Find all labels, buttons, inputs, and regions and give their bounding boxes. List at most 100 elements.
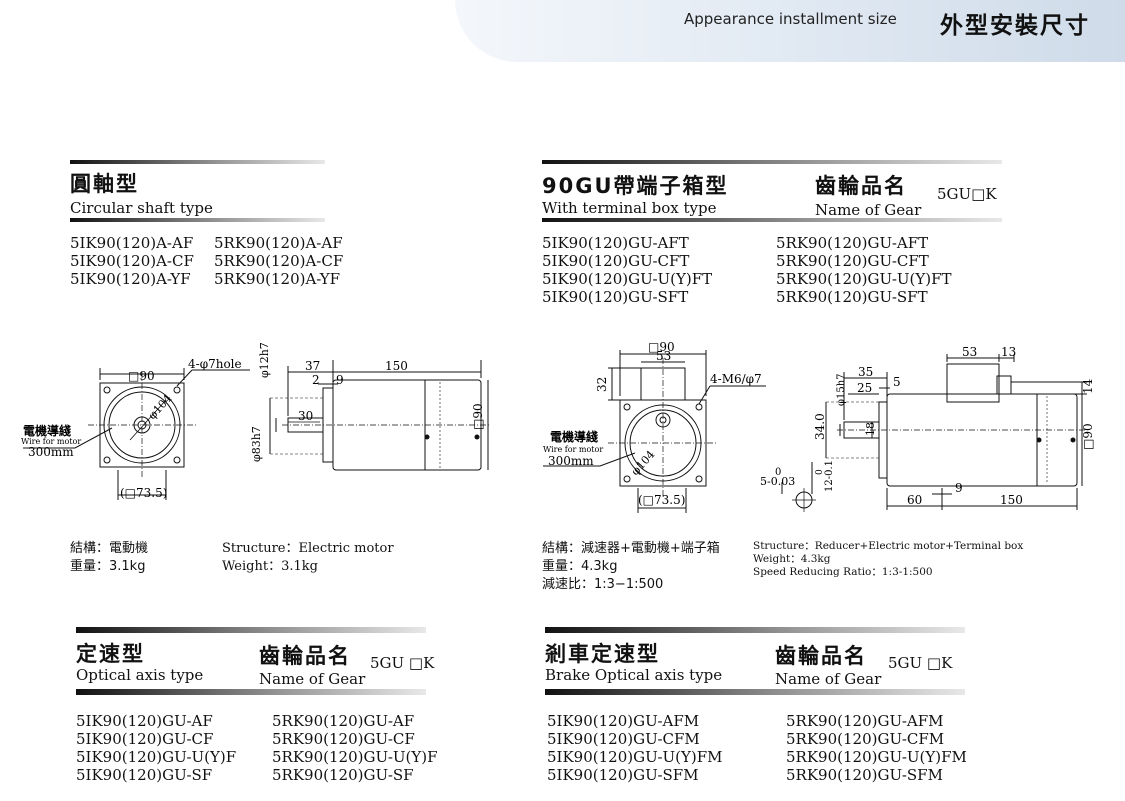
terminal-side-drawing: 53 13 35 25 5 φ15h7 34.0 18 14 □90 0 5-0…: [760, 345, 1095, 512]
dim-53: 53: [962, 345, 977, 359]
model-code: 5RK90(120)GU-CF: [272, 730, 415, 748]
constant-gear-en: Name of Gear: [259, 670, 366, 688]
wire-label-zh: 電機導綫: [550, 429, 598, 444]
model-code: 5RK90(120)GU-U(Y)F: [272, 748, 438, 766]
dim-37: 37: [305, 359, 320, 373]
model-code: 5IK90(120)A-AF: [70, 234, 194, 252]
model-code: 5IK90(120)GU-AFM: [547, 712, 700, 730]
brake-models-right: 5RK90(120)GU-AFM 5RK90(120)GU-CFM 5RK90(…: [786, 712, 967, 784]
dim-35: 35: [858, 365, 873, 379]
dim-32: 32: [595, 377, 609, 392]
dim-2: 2: [312, 373, 320, 387]
model-code: 5IK90(120)GU-AFT: [542, 234, 689, 252]
model-code: 5IK90(120)GU-SFM: [547, 766, 699, 784]
constant-gear-code: 5GU □K: [370, 654, 435, 672]
dim-sq90: □90: [128, 369, 155, 383]
constant-gear-zh: 齒輪品名: [259, 644, 351, 668]
model-code: 5IK90(120)GU-SFT: [542, 288, 689, 306]
dim-sq735: (□73.5): [638, 493, 685, 507]
spec-line: 重量：3.1kg: [70, 559, 146, 574]
section-bar-top: [70, 160, 325, 164]
terminal-front-drawing: □90 53 32 4-M6/φ7 φ104 電機導綫 Wire for mot…: [543, 340, 766, 513]
dim-sq90: □90: [1081, 423, 1095, 450]
spec-line: Structure：Reducer+Electric motor+Termina…: [753, 540, 1024, 552]
brake-models-left: 5IK90(120)GU-AFM 5IK90(120)GU-CFM 5IK90(…: [547, 712, 723, 784]
model-code: 5RK90(120)GU-SF: [272, 766, 414, 784]
dim-sq735: (□73.5): [120, 486, 167, 500]
model-code: 5IK90(120)GU-CFT: [542, 252, 690, 270]
model-code: 5IK90(120)GU-U(Y)FT: [542, 270, 713, 288]
dim-14: 14: [1081, 378, 1095, 394]
model-code: 5RK90(120)A-YF: [214, 270, 341, 288]
model-code: 5IK90(120)A-YF: [70, 270, 191, 288]
model-code: 5RK90(120)GU-SFT: [776, 288, 928, 306]
dim-9: 9: [955, 481, 963, 495]
dim-key12: 12-0.1: [824, 460, 835, 492]
terminal-title-en: With terminal box type: [542, 199, 717, 217]
dim-9: 9: [336, 373, 344, 387]
header-band: [455, 0, 1125, 62]
model-code: 5RK90(120)A-CF: [214, 252, 344, 270]
brake-gear-zh: 齒輪品名: [775, 644, 867, 668]
model-code: 5RK90(120)A-AF: [214, 234, 343, 252]
dim-13: 13: [1001, 345, 1016, 359]
section-bar-bottom: [70, 218, 325, 222]
terminal-models-left: 5IK90(120)GU-AFT 5IK90(120)GU-CFT 5IK90(…: [542, 234, 712, 306]
model-code: 5RK90(120)GU-AFT: [776, 234, 929, 252]
constant-title-zh: 定速型: [76, 642, 145, 666]
model-code: 5IK90(120)GU-CFM: [547, 730, 700, 748]
constant-models-right: 5RK90(120)GU-AF 5RK90(120)GU-CF 5RK90(12…: [272, 712, 438, 784]
circular-title-zh: 圓軸型: [70, 172, 139, 196]
terminal-spec-en: Structure：Reducer+Electric motor+Termina…: [753, 540, 1023, 579]
header-title-en: Appearance installment size: [684, 10, 897, 28]
dim-150: 150: [385, 359, 408, 373]
wire-length: 300mm: [548, 454, 594, 468]
terminal-gear-zh: 齒輪品名: [815, 174, 907, 198]
dim-hole: 4-φ7hole: [188, 357, 242, 371]
dim-key: 5-0.03: [760, 475, 795, 488]
spec-line: Weight：4.3kg: [753, 553, 831, 565]
section-bar-top: [545, 627, 965, 633]
constant-title-en: Optical axis type: [76, 666, 204, 684]
wire-label-en: Wire for motor: [21, 437, 81, 446]
terminal-models-right: 5RK90(120)GU-AFT 5RK90(120)GU-CFT 5RK90(…: [776, 234, 952, 306]
spec-line: 減速比：1:3−1:500: [542, 577, 664, 592]
model-code: 5IK90(120)A-CF: [70, 252, 194, 270]
dim-60: 60: [907, 493, 922, 507]
model-code: 5RK90(120)GU-CFM: [786, 730, 945, 748]
circular-shaft-drawing: □90 4-φ7hole φ104 電機導綫 Wire for motor 30…: [21, 342, 490, 500]
model-code: 5IK90(120)GU-SF: [76, 766, 213, 784]
dim-90: □90: [471, 403, 485, 430]
model-code: 5IK90(120)GU-U(Y)F: [76, 748, 237, 766]
spec-line: 重量：4.3kg: [542, 559, 618, 574]
section-bar-top: [76, 627, 426, 633]
model-code: 5RK90(120)GU-U(Y)FM: [786, 748, 967, 766]
wire-length: 300mm: [28, 445, 74, 459]
header-title-zh: 外型安裝尺寸: [940, 13, 1090, 39]
section-bar-top: [542, 160, 1002, 164]
circular-spec-zh: 結構：電動機 重量：3.1kg: [70, 540, 148, 576]
wire-label-en: Wire for motor: [543, 445, 603, 454]
dim-spigot: φ83h7: [250, 426, 263, 462]
circular-spec-en: Structure：Electric motor Weight：3.1kg: [222, 540, 394, 576]
dim-5: 5: [893, 375, 901, 389]
model-code: 5RK90(120)GU-U(Y)FT: [776, 270, 952, 288]
section-bar-bottom: [542, 218, 1002, 222]
spec-line: 結構：電動機: [70, 541, 149, 556]
spec-line: Structure：Electric motor: [222, 541, 394, 556]
dim-18: 18: [864, 422, 877, 436]
brake-title-zh: 剎車定速型: [545, 642, 660, 666]
circular-title-en: Circular shaft type: [70, 199, 213, 217]
terminal-gear-en: Name of Gear: [815, 201, 922, 219]
dim-25: 25: [857, 381, 872, 395]
model-code: 5IK90(120)GU-AF: [76, 712, 213, 730]
dim-150: 150: [1000, 493, 1023, 507]
brake-gear-code: 5GU □K: [888, 654, 953, 672]
dim-30: 30: [298, 409, 313, 423]
dim-key0: 0: [775, 467, 781, 478]
constant-models-left: 5IK90(120)GU-AF 5IK90(120)GU-CF 5IK90(12…: [76, 712, 236, 784]
circular-models-right: 5RK90(120)A-AF 5RK90(120)A-CF 5RK90(120)…: [214, 234, 343, 288]
dim-m6: 4-M6/φ7: [710, 372, 762, 386]
dim-shaft: φ12h7: [258, 342, 271, 378]
model-code: 5RK90(120)GU-AF: [272, 712, 415, 730]
